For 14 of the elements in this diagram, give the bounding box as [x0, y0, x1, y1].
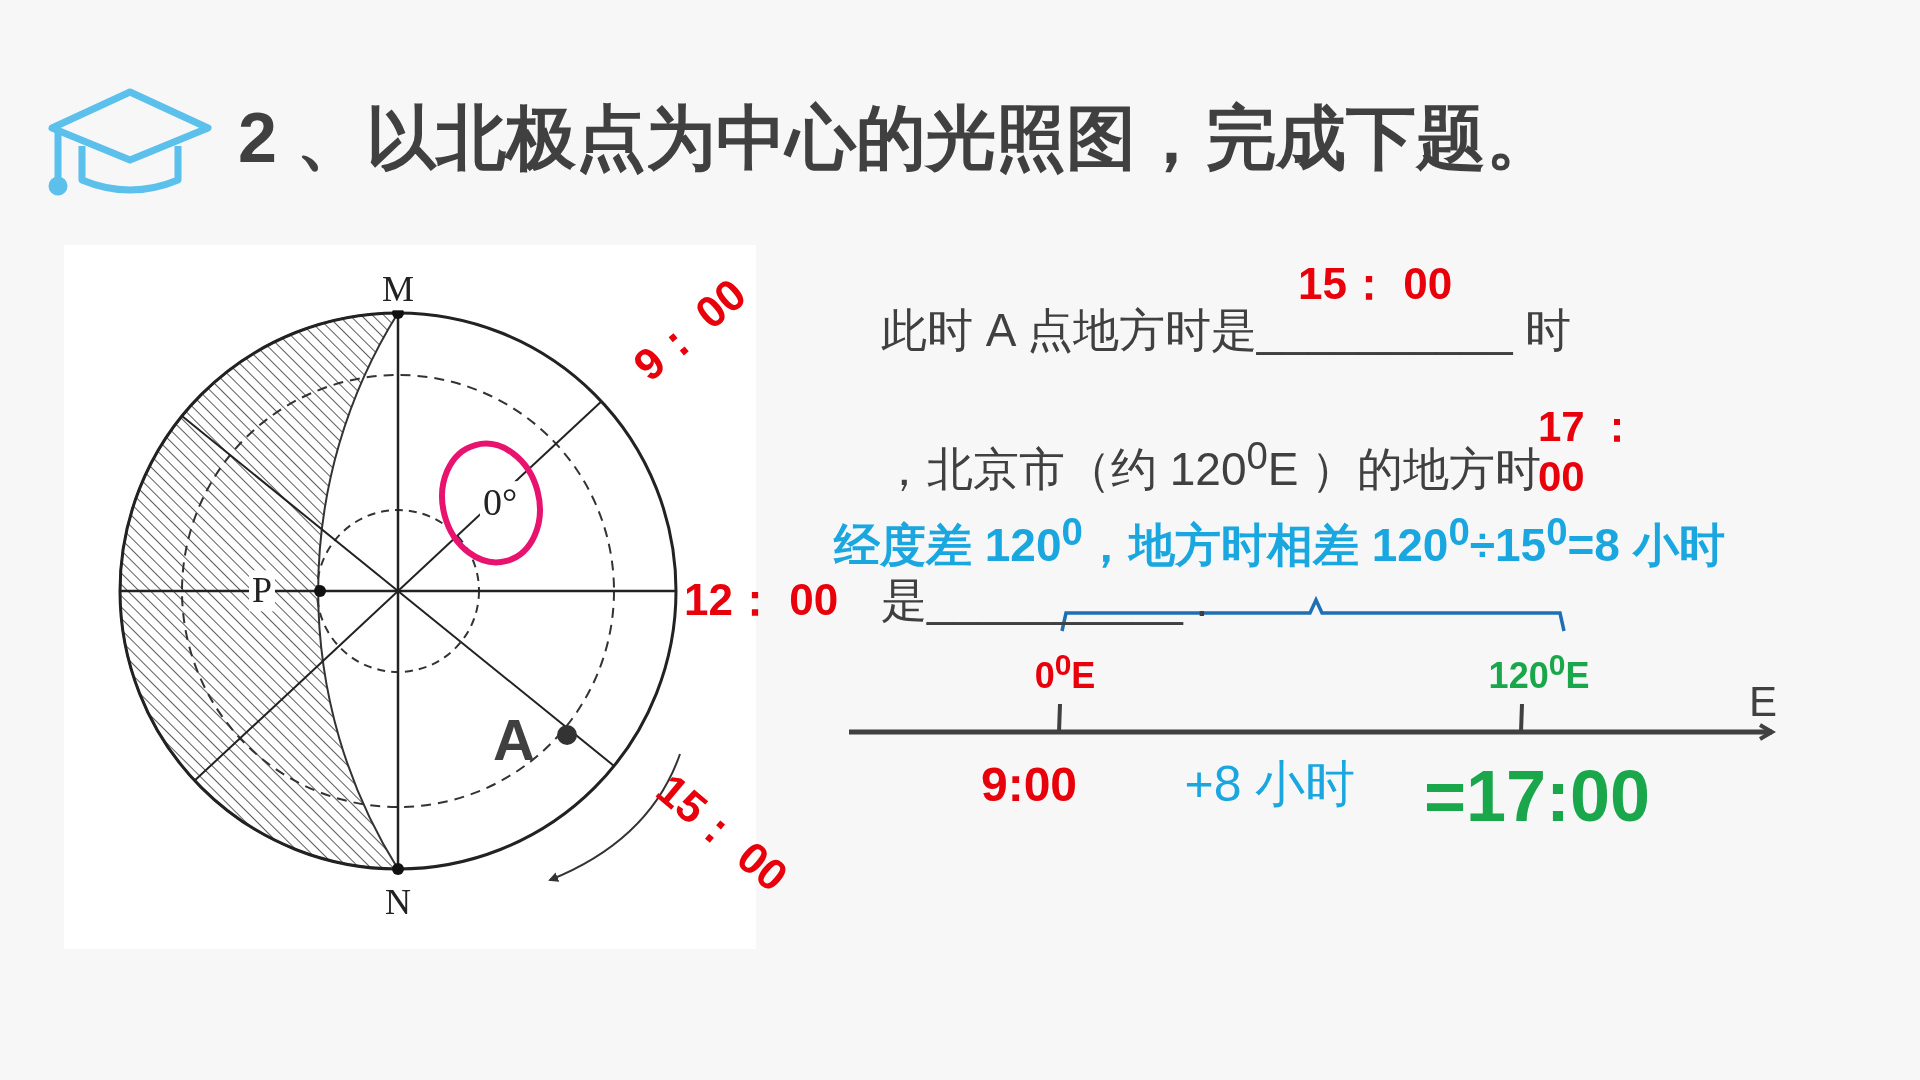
longitude-label: 0$^{0}$E — [1034, 647, 1096, 697]
time-label: 15： 00 — [646, 764, 798, 902]
point-label: P — [249, 570, 275, 612]
explanation-text: 经度差 120$^{0}$，地方时相差 120$^{0}$÷15$^{0}$=8 小时 — [834, 509, 1725, 573]
time-label: 9： 00 — [624, 268, 756, 392]
point-label: A — [493, 706, 535, 774]
longitude-label: 120$^{0}$E — [1488, 647, 1590, 697]
title: 2 、以北极点为中心的光照图，完成下题。 — [238, 98, 1557, 179]
time-difference-text: +8 小时 — [1184, 756, 1356, 814]
axis-label: E — [1749, 677, 1777, 727]
time-label: 9:00 — [980, 757, 1078, 813]
result-time: =17:00 — [1423, 754, 1651, 838]
time-label: 12： 00 — [684, 574, 839, 626]
question-text: 是__________ . — [881, 573, 1209, 627]
